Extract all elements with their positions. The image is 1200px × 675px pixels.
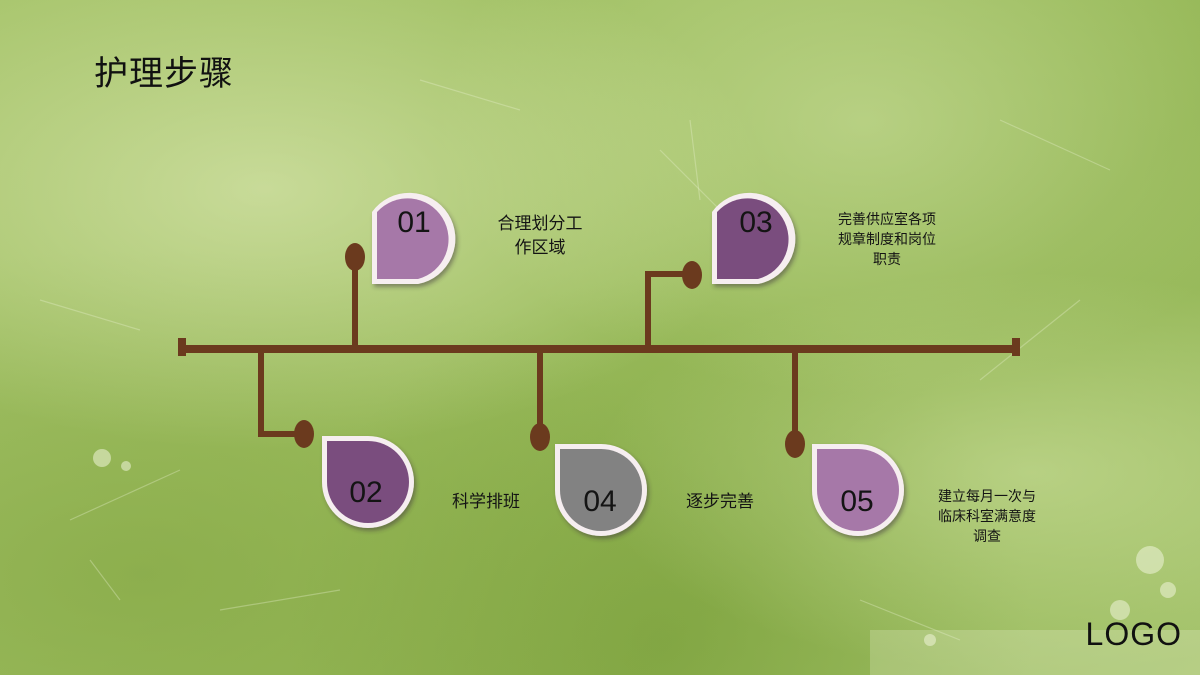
step-number-03: 03 xyxy=(739,206,772,239)
connector-dot-03 xyxy=(682,261,702,289)
connector-dot-02 xyxy=(294,420,314,448)
step-number-04: 04 xyxy=(583,485,616,518)
timeline-axis xyxy=(178,338,1020,356)
step-badge-05 xyxy=(812,444,904,536)
slide-title: 护理步骤 xyxy=(94,54,234,94)
step-badge-02 xyxy=(322,436,414,528)
step-label-02: 科学排班 xyxy=(452,492,520,512)
step-number-02: 02 xyxy=(349,476,382,509)
step-label-05: 建立每月一次与 临床科室满意度 调查 xyxy=(938,489,1036,545)
connector-dot-01 xyxy=(345,243,365,271)
logo: LOGO xyxy=(1085,616,1182,652)
step-label-04: 逐步完善 xyxy=(686,492,754,512)
connector-dot-04 xyxy=(530,423,550,451)
connector-dot-05 xyxy=(785,430,805,458)
step-label-03: 完善供应室各项 规章制度和岗位 职责 xyxy=(838,212,936,268)
connector-02 xyxy=(258,349,298,437)
connector-03 xyxy=(645,271,686,349)
step-number-01: 01 xyxy=(397,206,430,239)
step-badge-03 xyxy=(712,192,796,284)
step-label-01: 合理划分工 作区域 xyxy=(497,214,583,258)
step-badge-01 xyxy=(372,192,456,284)
step-number-05: 05 xyxy=(840,485,873,518)
step-badge-04 xyxy=(555,444,647,536)
